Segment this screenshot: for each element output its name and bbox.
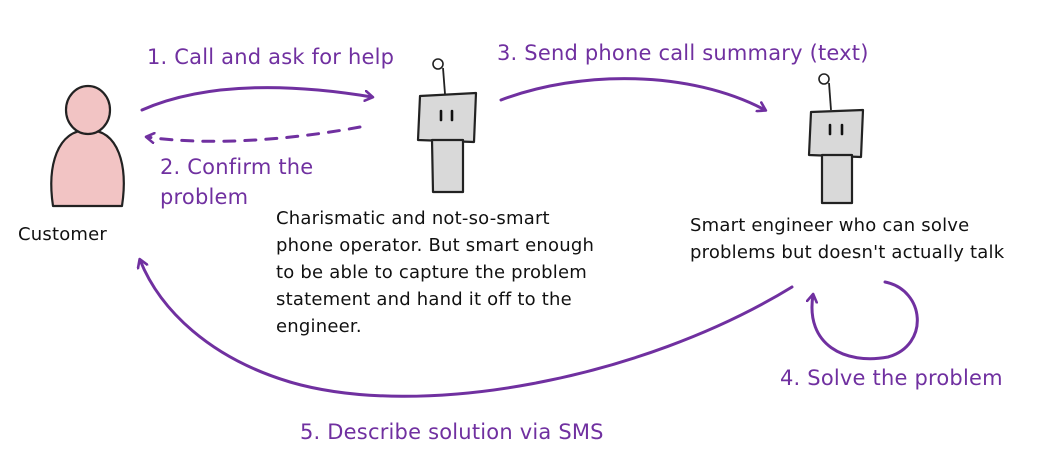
operator-description-line: phone operator. But smart enough [276,235,595,256]
operator-description-line: Charismatic and not-so-smart [276,208,550,229]
engineer-description-line: problems but doesn't actually talk [690,242,1005,263]
step-3-label: 3. Send phone call summary (text) [497,41,869,65]
customer-label: Customer [18,224,108,245]
operator-description-line: statement and hand it off to the [276,289,572,310]
operator-description-line: to be able to capture the problem [276,262,588,283]
step-5-label: 5. Describe solution via SMS [300,420,604,444]
person-icon [50,84,125,208]
robot-icon [416,58,478,194]
operator-description-line: engineer. [276,316,362,337]
step-2-line: 2. Confirm the [160,155,314,179]
call-arrow [140,86,372,112]
step-1-label: 1. Call and ask for help [147,45,395,69]
robot-icon [807,73,865,205]
step-2-line: problem [160,185,249,209]
describe-arrow [140,260,794,398]
operator-description: Charismatic and not-so-smart phone opera… [276,205,594,340]
step-2-label: 2. Confirm the problem [160,152,313,212]
step-4-label: 4. Solve the problem [780,366,1003,390]
engineer-description-line: Smart engineer who can solve [690,215,970,236]
summary-arrow [499,77,765,110]
confirm-arrow [147,125,362,141]
solve-arrow [812,280,919,361]
engineer-description: Smart engineer who can solve problems bu… [690,212,1004,266]
